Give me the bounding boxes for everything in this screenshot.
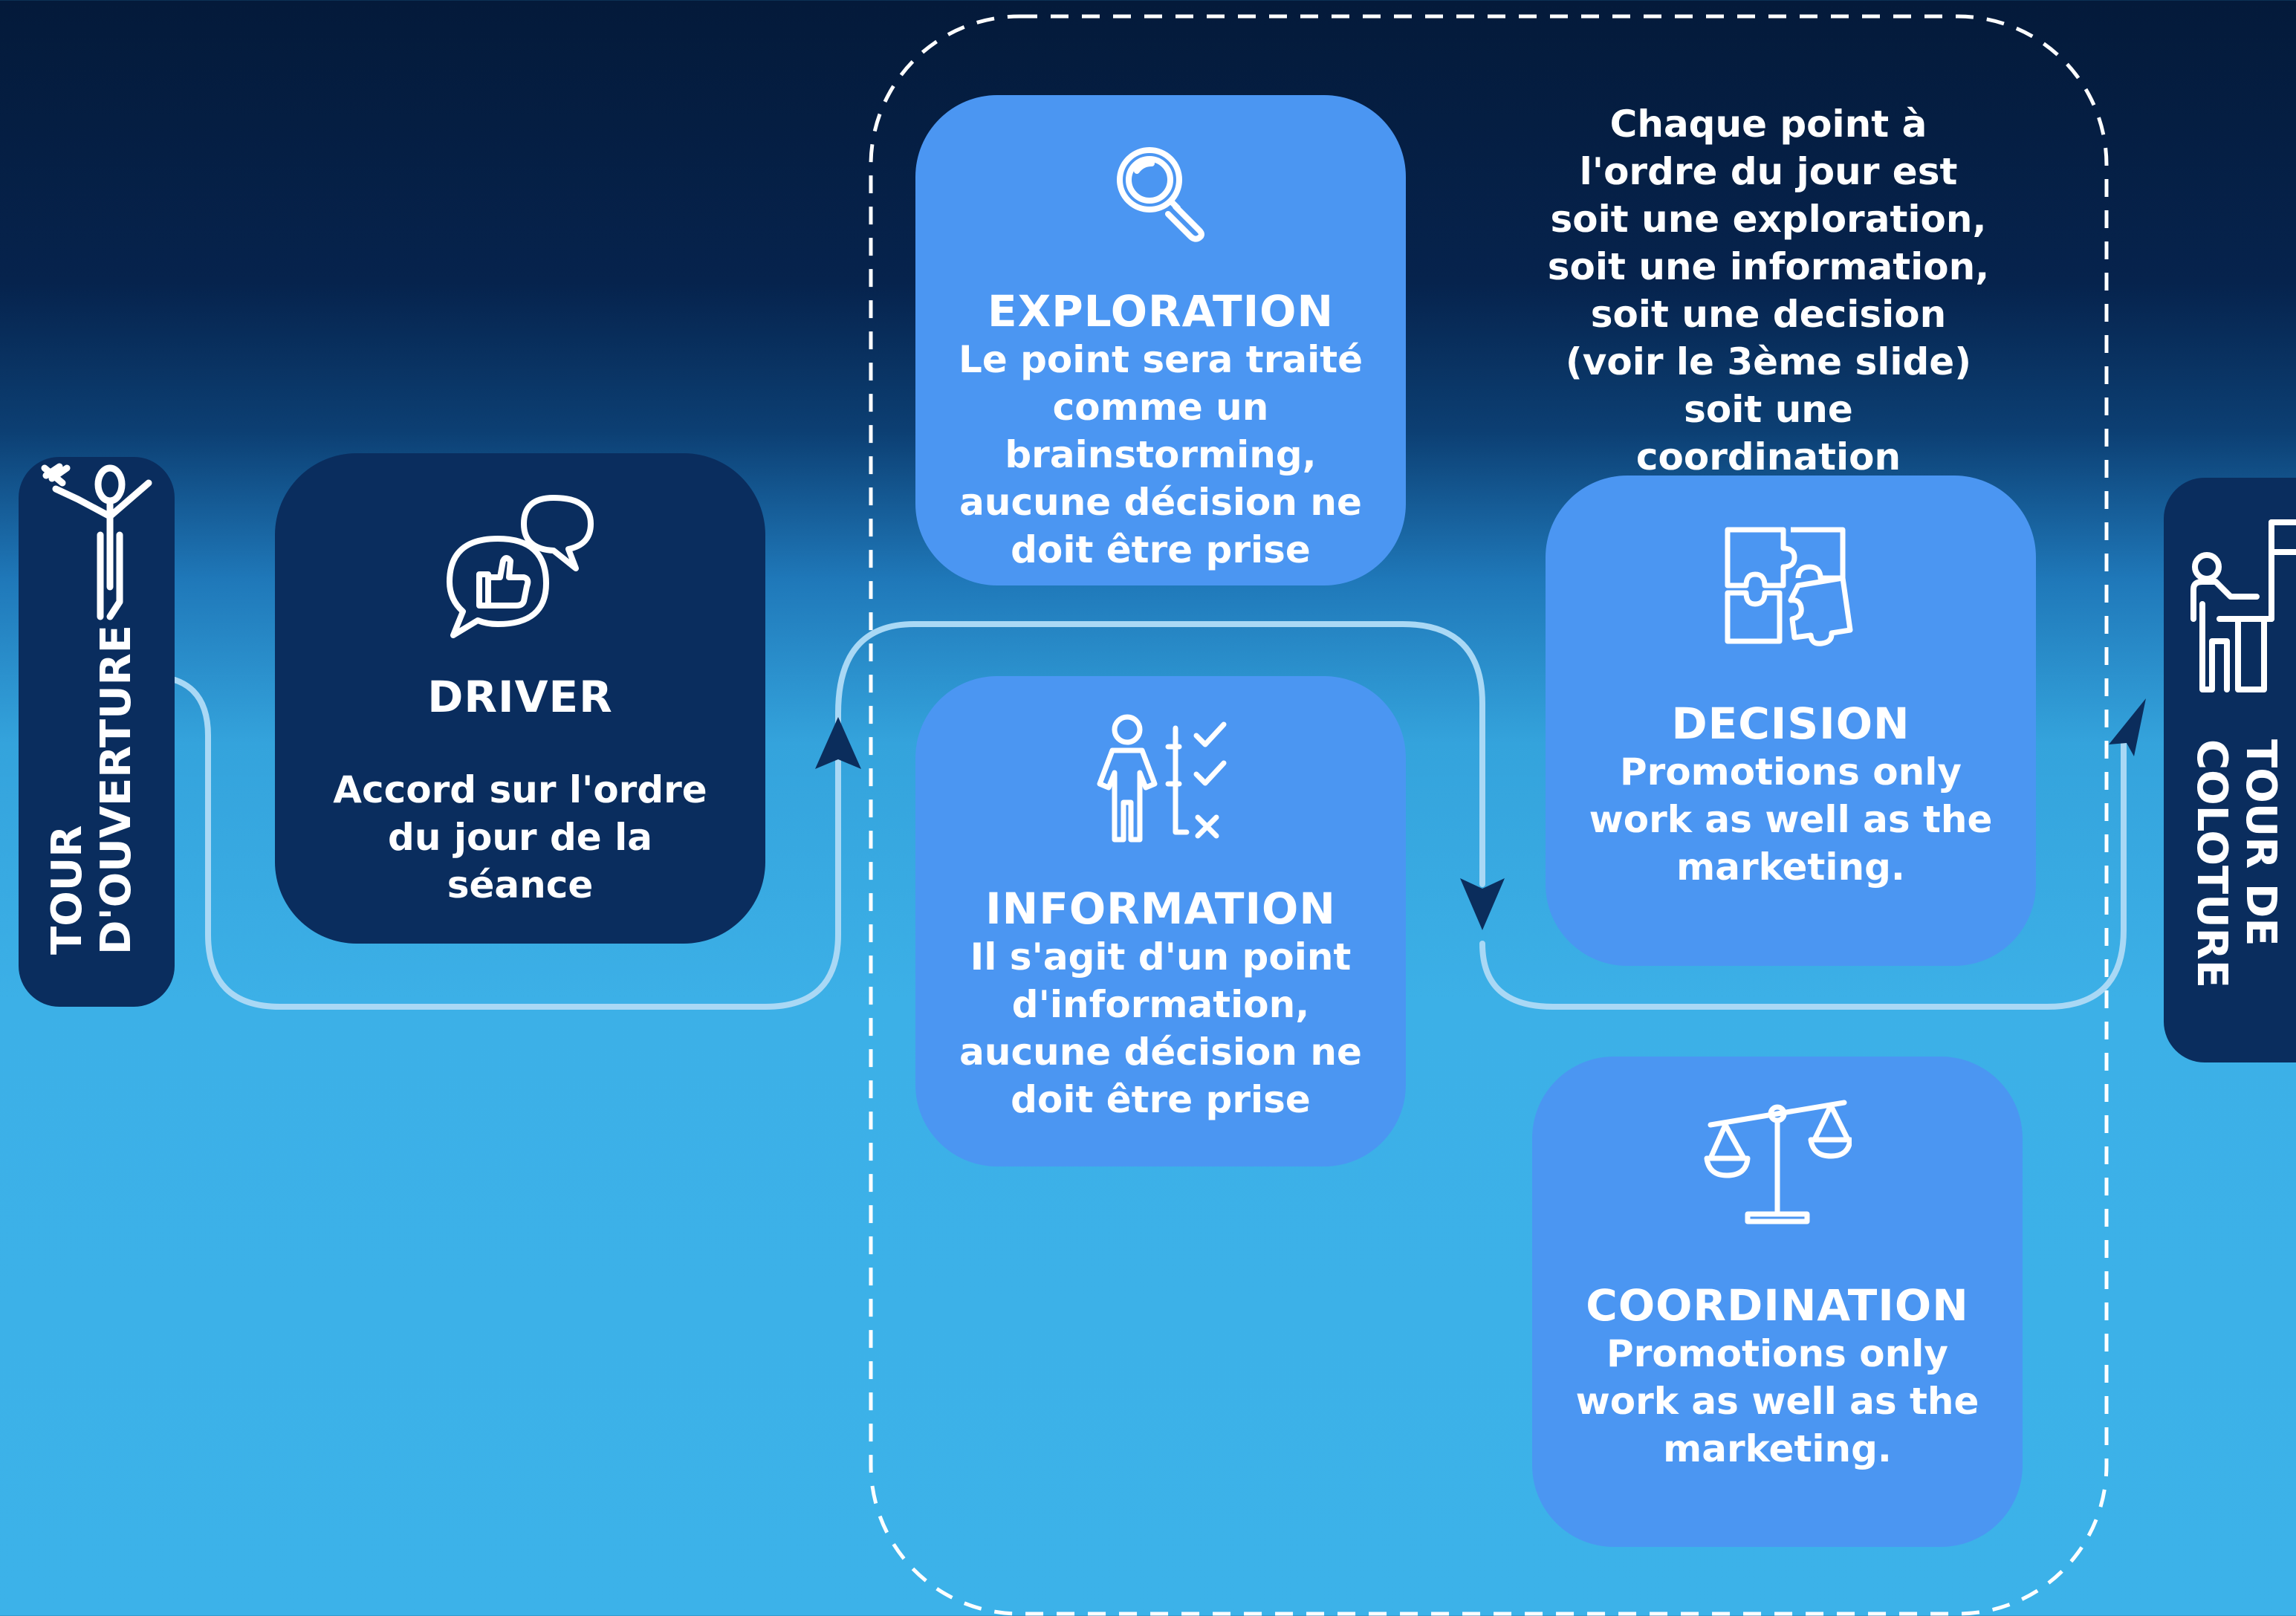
flow-line-loop-top [835, 621, 1485, 887]
magnifier-icon [1117, 147, 1204, 242]
arrow-up-icon [815, 717, 861, 769]
balance-scale-icon [1704, 1100, 1852, 1224]
agenda-note: Chaque point à l'ordre du jour est soit … [1547, 103, 1990, 478]
person-checklist-icon [1097, 714, 1227, 843]
opening-label-line-2: D'OUVERTURE [92, 625, 140, 955]
decision-text: Promotions only work as well as the mark… [1589, 750, 1993, 889]
exploration-text: Le point sera traité comme un brainstorm… [958, 337, 1363, 571]
opening-tab [19, 457, 175, 1007]
closing-tab [2164, 478, 2296, 1062]
coordination-card: COORDINATION Promotions only work as wel… [1532, 1057, 2023, 1547]
driver-card: DRIVER Accord sur l'ordre du jour de la … [275, 453, 765, 944]
person-at-desk-with-flag-icon [2190, 519, 2296, 692]
arrow-down-icon [1460, 878, 1505, 930]
thumbs-up-speech-bubbles-icon [447, 495, 594, 638]
coordination-title: COORDINATION [1586, 1280, 1969, 1331]
driver-title: DRIVER [427, 672, 613, 722]
exploration-title: EXPLORATION [987, 286, 1335, 337]
closing-label: TOUR DE COLOTURE [2187, 739, 2285, 988]
information-card: INFORMATION Il s'agit d'un point d'infor… [915, 676, 1406, 1166]
opening-label: TOUR D'OUVERTURE [43, 625, 141, 955]
information-title: INFORMATION [985, 883, 1336, 934]
flow-line-loop-to-closing [1479, 733, 2127, 1010]
coordination-text: Promotions only work as well as the mark… [1575, 1331, 1979, 1470]
agenda-types-group-outline [869, 14, 2109, 1616]
puzzle-icon [1725, 527, 1853, 646]
decision-title: DECISION [1671, 698, 1910, 749]
decision-card: DECISION Promotions only work as well as… [1546, 476, 2036, 966]
closing-label-line-2: COLOTURE [2188, 739, 2236, 989]
opening-label-line-1: TOUR [43, 825, 91, 955]
exploration-card: EXPLORATION Le point sera traité comme u… [915, 95, 1406, 585]
flow-line-opening-to-loop [146, 673, 841, 1010]
celebrating-person-icon [41, 463, 152, 620]
driver-text: Accord sur l'ordre du jour de la séance [333, 768, 707, 906]
closing-label-line-1: TOUR DE [2237, 739, 2285, 947]
information-text: Il s'agit d'un point d'information, aucu… [959, 935, 1362, 1121]
arrow-up-right-icon [2109, 698, 2146, 756]
